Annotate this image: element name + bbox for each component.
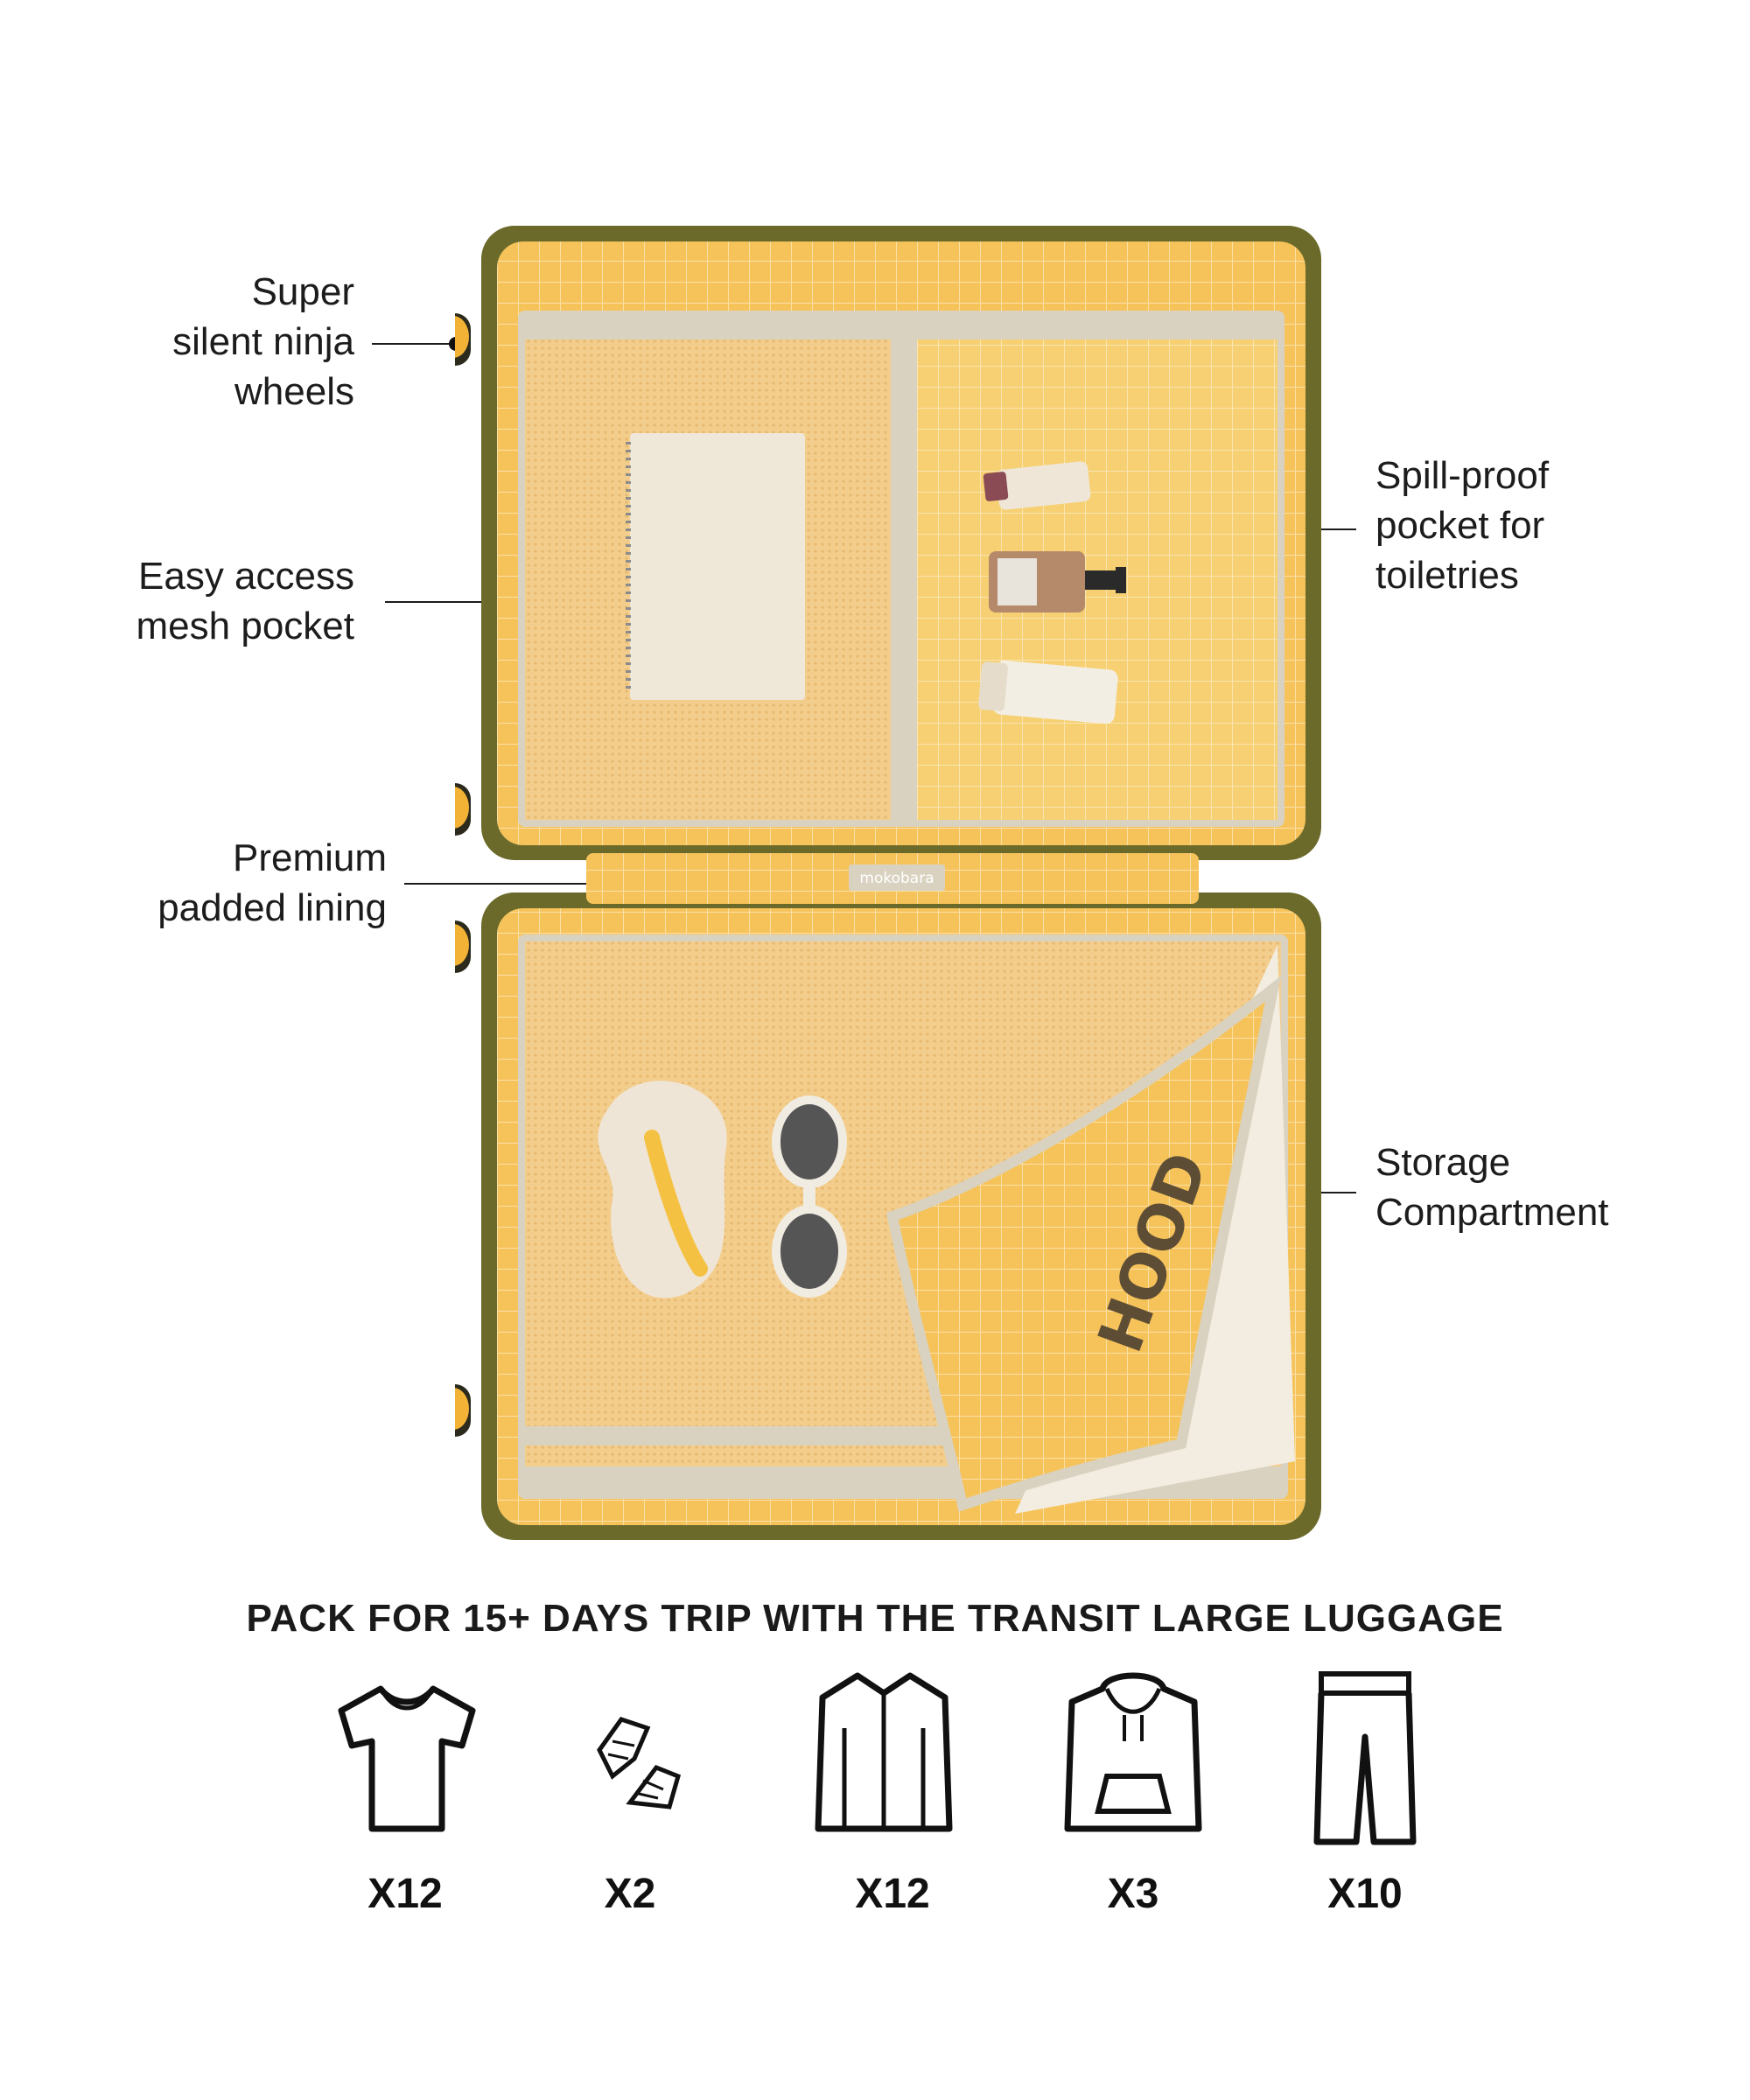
sunglasses [772,1096,847,1298]
leader-line-lining [404,883,686,885]
trousers-count: X10 [1327,1871,1403,1917]
shoes-icon [597,1717,682,1810]
callout-mesh-pocket: Easy access mesh pocket [136,555,354,648]
callout-wheels: Super silent ninja wheels [172,270,354,413]
toiletries [978,461,1126,724]
shirt-icon [815,1672,953,1832]
leader-line-wheels [372,343,455,345]
trousers-icon [1313,1671,1417,1845]
callout-storage: Storage Compartment [1376,1141,1609,1234]
callout-spill-pocket: Spill-proof pocket for toiletries [1376,454,1550,597]
tshirt-icon [338,1685,476,1832]
notebook [626,433,805,700]
shirt-count: X12 [855,1871,930,1917]
storage-flap: HOOD [886,945,1295,1514]
open-suitcase: HOOD mokobara [455,226,1321,1540]
brand-tag: mokobara [859,870,934,887]
top-shell [481,226,1321,860]
padded-lining-band: mokobara [586,853,1199,904]
eye-mask [598,1081,727,1298]
hoodie-count: X3 [1107,1871,1159,1917]
pack-heading: PACK FOR 15+ DAYS TRIP WITH THE TRANSIT … [246,1597,1504,1640]
hoodie-icon [1064,1672,1202,1832]
callout-lining: Premium padded lining [158,836,387,929]
tshirt-count: X12 [368,1871,443,1917]
shoes-count: X2 [604,1871,656,1917]
wheels [455,313,471,1437]
bottom-shell: HOOD [481,892,1321,1540]
